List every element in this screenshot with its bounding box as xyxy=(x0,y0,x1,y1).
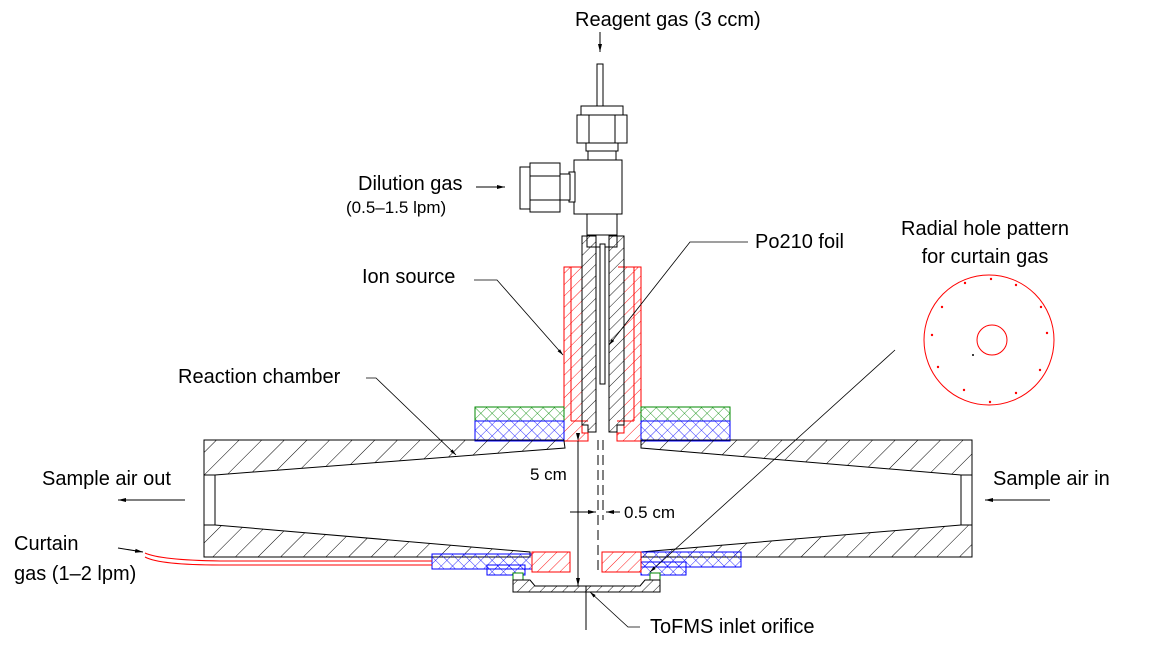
leader-lines xyxy=(366,241,896,628)
tofms-inlet-label: ToFMS inlet orifice xyxy=(650,616,815,638)
dilution-gas-label: Dilution gas xyxy=(358,173,463,195)
ion-source-label: Ion source xyxy=(362,266,456,288)
dimension-5cm: 5 cm xyxy=(530,465,567,484)
reaction-chamber xyxy=(203,439,973,558)
inner-tubes xyxy=(581,235,625,433)
curtain-gas-label-2: gas (1–2 lpm) xyxy=(14,563,137,585)
radial-pattern-label-2: for curtain gas xyxy=(921,246,1049,268)
curtain-gas-label-1: Curtain xyxy=(14,533,79,555)
sample-air-out-label: Sample air out xyxy=(42,468,171,490)
reaction-chamber-label: Reaction chamber xyxy=(178,366,341,388)
dimension-lines xyxy=(570,433,620,630)
reagent-gas-label: Reagent gas (3 ccm) xyxy=(575,9,761,31)
curtain-arrow xyxy=(117,547,144,553)
reagent-inlet xyxy=(519,32,628,248)
bottom-assembly xyxy=(144,551,742,593)
dilution-flow-label: (0.5–1.5 lpm) xyxy=(346,198,447,217)
dimension-0-5cm: 0.5 cm xyxy=(624,503,676,522)
top-spacers xyxy=(474,406,731,442)
radial-hole-pattern xyxy=(923,274,1055,406)
po210-foil-label: Po210 foil xyxy=(755,231,844,253)
radial-pattern-label-1: Radial hole pattern xyxy=(901,218,1069,240)
sample-air-in-label: Sample air in xyxy=(993,468,1110,490)
